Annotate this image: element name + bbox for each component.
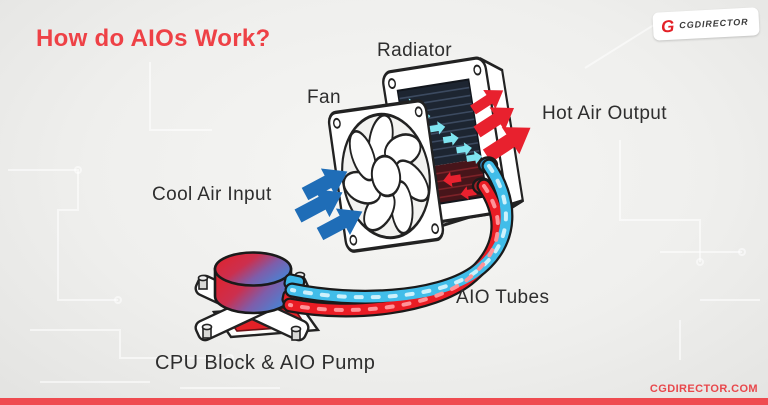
label-radiator: Radiator xyxy=(377,40,453,61)
label-hot-air-output: Hot Air Output xyxy=(542,103,667,124)
fan-illustration xyxy=(327,99,445,253)
label-aio-tubes: AIO Tubes xyxy=(456,287,550,308)
label-cool-air-input: Cool Air Input xyxy=(152,184,272,205)
logo-g-icon: G xyxy=(660,16,676,36)
footer-site-url: CGDIRECTOR.COM xyxy=(649,383,758,395)
aio-tubes-illustration xyxy=(282,158,514,318)
logo-brand-text: CGDIRECTOR xyxy=(679,16,750,30)
label-cpu-block-pump: CPU Block & AIO Pump xyxy=(155,352,376,374)
circuit-pattern xyxy=(8,17,760,389)
bracket-screws xyxy=(197,271,306,341)
footer-accent-bar xyxy=(0,398,768,405)
brand-logo: G CGDIRECTOR xyxy=(652,7,760,41)
pump-top xyxy=(213,251,293,287)
page-title: How do AIOs Work? xyxy=(36,25,271,52)
cpu-block-pump-illustration xyxy=(194,251,321,342)
blue-tube-flow-arrows xyxy=(290,164,508,300)
label-fan: Fan xyxy=(307,87,341,108)
fan-hub xyxy=(370,154,402,198)
red-tube-flow-arrows xyxy=(288,184,500,312)
